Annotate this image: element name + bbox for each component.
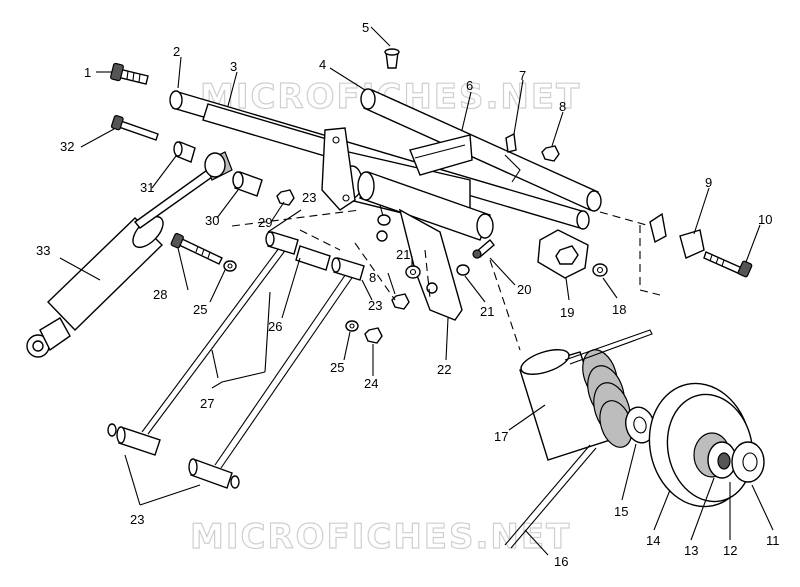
callout-16: 16 xyxy=(554,554,568,569)
callout-21-upper: 21 xyxy=(396,247,410,262)
callout-28: 28 xyxy=(153,287,167,302)
link-rod-lower xyxy=(214,245,365,469)
callout-23-upper: 23 xyxy=(302,190,316,205)
bolt-20 xyxy=(472,238,495,259)
assembly-lines xyxy=(231,209,661,351)
cross-shaft-rear xyxy=(360,88,602,212)
callout-18: 18 xyxy=(612,302,626,317)
bracket-19 xyxy=(537,229,589,279)
callout-15: 15 xyxy=(614,504,628,519)
callout-23-lower: 23 xyxy=(130,512,144,527)
nut-29 xyxy=(276,189,295,206)
callout-23-center: 23 xyxy=(368,298,382,313)
callout-24: 24 xyxy=(364,376,378,391)
bolt-10 xyxy=(703,251,753,278)
callout-30: 30 xyxy=(205,213,219,228)
spring-drum xyxy=(519,349,633,461)
callout-11: 11 xyxy=(766,533,780,548)
callout-12: 12 xyxy=(723,543,737,558)
watermark-bottom: MICROFICHES.NET xyxy=(190,517,571,557)
callout-2: 2 xyxy=(173,44,180,59)
clip-9 xyxy=(649,212,705,259)
callout-21-lower: 21 xyxy=(480,304,494,319)
callout-29: 29 xyxy=(258,215,272,230)
callout-10: 10 xyxy=(758,212,772,227)
bolt-28 xyxy=(170,232,223,265)
bolt-1 xyxy=(110,62,149,85)
callout-22: 22 xyxy=(437,362,451,377)
callout-13: 13 xyxy=(684,543,698,558)
callout-5: 5 xyxy=(362,20,369,35)
washer-25-right xyxy=(345,320,359,332)
callout-26: 26 xyxy=(268,319,282,334)
callout-19: 19 xyxy=(560,305,574,320)
callout-3: 3 xyxy=(230,59,237,74)
bushing-31 xyxy=(173,141,196,163)
callout-17: 17 xyxy=(494,429,508,444)
callout-4: 4 xyxy=(319,57,326,72)
callout-31: 31 xyxy=(140,180,154,195)
callout-33: 33 xyxy=(36,243,50,258)
callout-1: 1 xyxy=(84,65,91,80)
nut-8-lower xyxy=(391,293,410,310)
nut-8-upper xyxy=(541,145,560,162)
callout-9: 9 xyxy=(705,175,712,190)
callout-8-upper: 8 xyxy=(559,99,566,114)
callout-25-left: 25 xyxy=(193,302,207,317)
callout-27: 27 xyxy=(200,396,214,411)
screw-5 xyxy=(384,48,400,69)
washer-18 xyxy=(592,263,608,277)
pin-7 xyxy=(505,132,517,153)
callout-32: 32 xyxy=(60,139,74,154)
callout-6: 6 xyxy=(466,78,473,93)
callout-25-right: 25 xyxy=(330,360,344,375)
washer-25-left xyxy=(223,260,237,272)
callout-7: 7 xyxy=(519,68,526,83)
washer-23 xyxy=(376,214,391,242)
callout-8-lower: 8 xyxy=(369,270,376,285)
nut-24 xyxy=(364,327,383,344)
idler-wheel xyxy=(648,382,765,508)
callout-14: 14 xyxy=(646,533,660,548)
rod-end-bushings xyxy=(107,423,240,489)
bushing-30 xyxy=(232,171,263,197)
spring-arm-16 xyxy=(504,329,653,549)
link-rod-upper xyxy=(141,231,299,435)
shock-absorber xyxy=(26,151,233,358)
callout-20: 20 xyxy=(517,282,531,297)
washer-21 xyxy=(405,264,470,279)
swing-arm-assembly xyxy=(321,127,494,241)
leader-lines xyxy=(59,26,774,556)
bolt-32 xyxy=(110,114,159,141)
